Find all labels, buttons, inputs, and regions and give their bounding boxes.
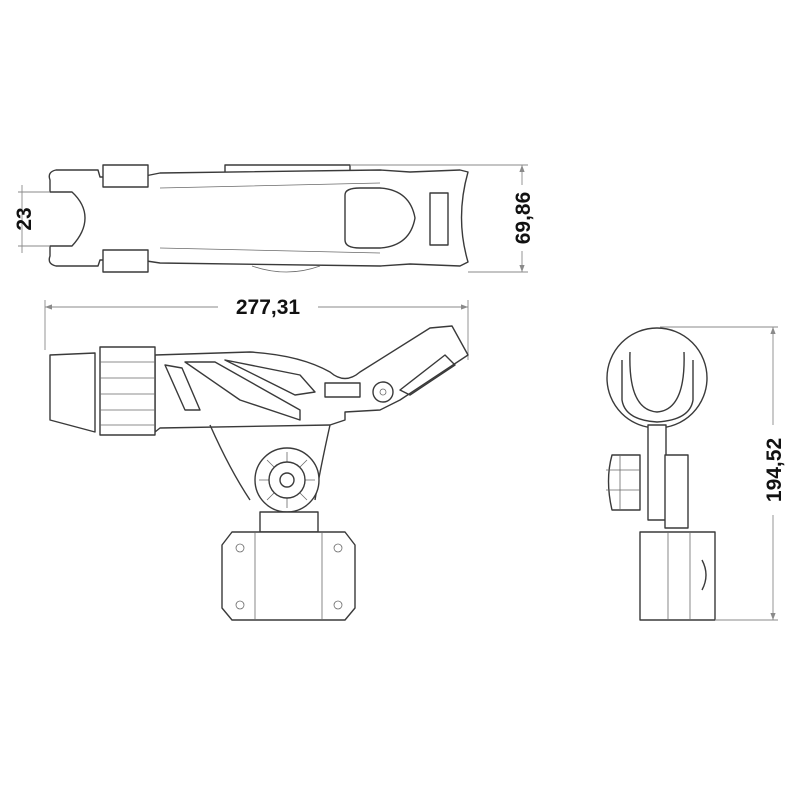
dimension-label-overall-length: 277,31 xyxy=(236,296,301,319)
dimension-label-slot-width: 23 xyxy=(13,207,36,230)
dimension-slot-width: 23 xyxy=(13,185,50,253)
dimension-overall-height: 194,52 xyxy=(660,326,786,621)
dimension-label-overall-height: 194,52 xyxy=(763,438,786,502)
dimension-label-overall-width: 69,86 xyxy=(512,192,535,245)
dimension-overall-length: 277,31 xyxy=(44,292,469,360)
top-view xyxy=(48,164,469,273)
side-view xyxy=(49,325,469,621)
front-view xyxy=(606,327,716,621)
dimension-overall-width: 69,86 xyxy=(350,164,535,273)
